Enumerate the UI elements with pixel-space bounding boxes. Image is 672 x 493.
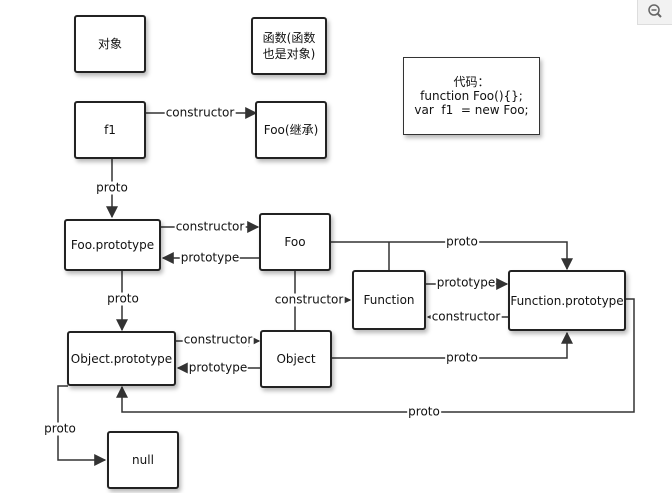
legend-object-box: 对象: [74, 15, 146, 73]
node-foo-label: Foo: [284, 235, 306, 249]
code-box: 代码： function Foo(){}; var f1 = new Foo;: [403, 57, 540, 135]
code-title: 代码：: [453, 75, 490, 89]
node-foo-inherit: Foo(继承): [255, 101, 327, 159]
node-f1-label: f1: [104, 123, 116, 137]
edge-label-fooproto-constructor: constructor: [174, 219, 246, 234]
code-line-2: var f1 = new Foo;: [414, 103, 529, 117]
zoom-out-icon: [648, 4, 662, 18]
edge-label-funcproto-constructor: constructor: [430, 309, 502, 324]
edge-foo-proto: [330, 241, 573, 271]
node-foo-inherit-label: Foo(继承): [263, 123, 319, 137]
edge-label-object-prototype: prototype: [187, 360, 249, 375]
node-function-label: Function: [363, 293, 415, 307]
node-foo: Foo: [259, 213, 331, 271]
node-object-prototype: Object.prototype: [67, 331, 176, 386]
legend-function-box: 函数(函数也是对象): [251, 17, 327, 75]
edge-label-fooproto-proto: proto: [106, 291, 140, 306]
node-f1: f1: [74, 101, 146, 159]
node-foo-prototype-label: Foo.prototype: [70, 238, 155, 252]
edge-label-object-constructor: constructor: [273, 292, 345, 307]
node-function: Function: [352, 270, 426, 330]
node-object: Object: [260, 330, 332, 388]
node-null-label: null: [132, 453, 154, 467]
code-line-1: function Foo(){};: [420, 89, 523, 103]
edge-label-f1-constructor: constructor: [164, 105, 236, 120]
edge-label-funcproto-proto: proto: [407, 404, 441, 419]
node-function-prototype-label: Function.prototype: [510, 293, 624, 308]
node-function-prototype: Function.prototype: [508, 270, 626, 331]
edge-label-foo-prototype: prototype: [179, 250, 241, 265]
node-object-prototype-label: Object.prototype: [70, 351, 173, 366]
edge-label-function-prototype: prototype: [435, 275, 497, 290]
node-object-label: Object: [276, 352, 316, 366]
edge-label-objproto-proto: proto: [43, 421, 77, 436]
legend-function-label: 函数(函数也是对象): [262, 31, 316, 61]
edge-label-foo-proto: proto: [445, 234, 479, 249]
node-null: null: [107, 431, 179, 489]
edge-label-objproto-constructor: constructor: [182, 332, 254, 347]
edge-funcproto-proto: [116, 298, 635, 413]
node-foo-prototype: Foo.prototype: [64, 219, 161, 271]
legend-object-label: 对象: [97, 37, 122, 51]
edge-label-object-proto: proto: [445, 350, 479, 365]
zoom-out-button[interactable]: [637, 0, 672, 25]
edge-label-f1-proto: proto: [95, 180, 129, 195]
edge-object-proto: [331, 331, 573, 359]
